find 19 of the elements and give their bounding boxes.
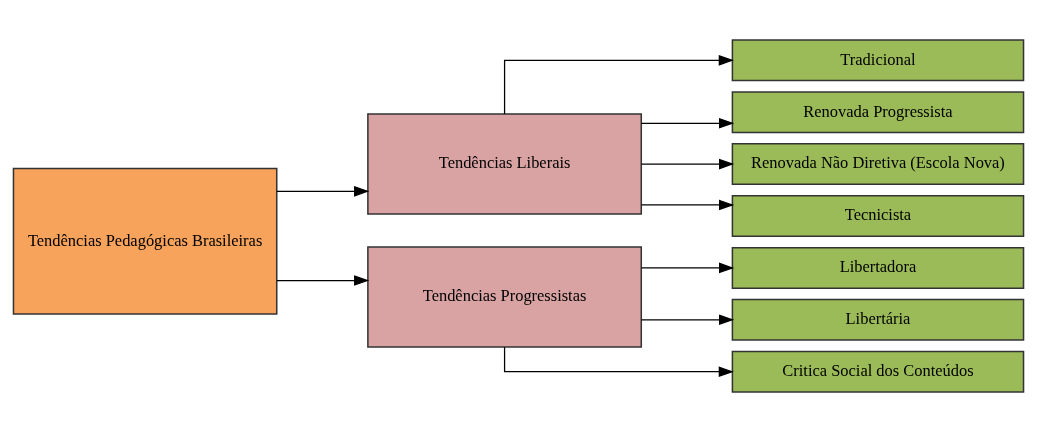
arrow <box>640 158 735 170</box>
node-box: Renovada Não Diretiva (Escola Nova) <box>731 143 1025 186</box>
node-box: Libertária <box>731 298 1025 341</box>
arrow <box>276 275 370 286</box>
node-box: Tendências Pedagógicas Brasileiras <box>12 167 278 315</box>
arrow <box>640 199 735 211</box>
arrow <box>640 262 735 274</box>
node-box: Renovada Progressista <box>731 91 1025 134</box>
arrow <box>503 55 734 115</box>
arrow <box>276 186 370 197</box>
node-box: Tendências Liberais <box>367 113 643 215</box>
arrow <box>640 117 735 129</box>
node-box: Tradicional <box>731 39 1025 82</box>
arrow <box>503 346 734 377</box>
node-box: Tendências Progressistas <box>367 246 643 348</box>
arrow <box>640 314 735 326</box>
node-box: Libertadora <box>731 246 1025 289</box>
node-box: Critica Social dos Conteúdos <box>731 350 1025 393</box>
node-box: Tecnicista <box>731 195 1025 237</box>
